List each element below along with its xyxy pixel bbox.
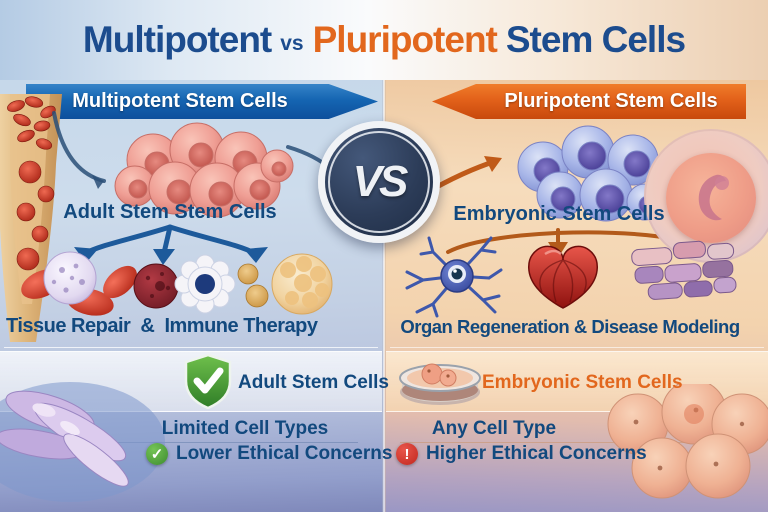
- warning-icon: !: [396, 443, 418, 465]
- panel-divider: [382, 80, 386, 512]
- title-word-multipotent: Multipotent: [82, 19, 272, 60]
- multipotent-banner-label: Multipotent Stem Cells: [72, 90, 288, 112]
- right-cell-types-label: Any Cell Type: [431, 418, 557, 439]
- embryo-inner-circle: [666, 153, 756, 243]
- check-glyph: ✓: [150, 445, 164, 463]
- shield-check-icon: [184, 353, 232, 409]
- right-ethics-label: Higher Ethical Concerns: [426, 443, 647, 464]
- fetus-shape: [698, 174, 729, 221]
- left-cell-types-label: Limited Cell Types: [161, 418, 329, 439]
- elongated-cells-illustration: [0, 382, 165, 502]
- vs-badge-label: VS: [352, 157, 409, 206]
- check-icon: ✓: [146, 443, 168, 465]
- round-cells-illustration: [607, 384, 768, 499]
- right-uses-label: Organ Regeneration & Disease Modeling: [400, 316, 740, 337]
- multipotent-banner: Multipotent Stem Cells: [26, 84, 378, 119]
- vs-badge: VS: [318, 121, 440, 243]
- left-badge-label: Adult Stem Cells: [238, 372, 389, 393]
- right-underline: [400, 442, 730, 443]
- bone-marrow-illustration: [0, 94, 62, 342]
- title-word-pluripotent: Pluripotent: [312, 19, 498, 60]
- left-ethics-row: ✓ Lower Ethical Concerns: [146, 443, 392, 465]
- embryonic-stem-cells-label: Embryonic Stem Cells: [453, 203, 665, 225]
- pluripotent-banner: Pluripotent Stem Cells: [432, 84, 746, 119]
- petri-dish-icon: [399, 363, 481, 405]
- left-underline: [58, 442, 358, 443]
- warning-glyph: !: [404, 445, 410, 463]
- title-word-stem-cells: Stem Cells: [505, 19, 686, 60]
- embryonic-stem-cell-cluster-illustration: [517, 125, 686, 222]
- pluripotent-banner-label: Pluripotent Stem Cells: [504, 90, 718, 112]
- right-separator-line: [390, 347, 764, 348]
- title-band: Multipotent vs Pluripotent Stem Cells: [0, 0, 768, 80]
- left-uses-label: Tissue Repair & Immune Therapy: [6, 315, 318, 337]
- page-title: Multipotent vs Pluripotent Stem Cells: [0, 0, 768, 80]
- right-ethics-row: ! Higher Ethical Concerns: [396, 443, 647, 465]
- derived-tissues-illustration: [405, 236, 737, 318]
- right-badge-label: Embryonic Stem Cells: [482, 372, 683, 393]
- left-separator-line: [4, 347, 378, 348]
- adult-stem-cells-label: Adult Stem Stem Cells: [63, 201, 277, 223]
- title-word-vs: vs: [280, 32, 304, 55]
- left-ethics-label: Lower Ethical Concerns: [176, 443, 393, 464]
- differentiated-cells-illustration: [21, 251, 333, 316]
- adult-stem-cell-cluster-illustration: [114, 122, 294, 218]
- left-branch-arrows: [52, 111, 354, 265]
- embryo-illustration: [644, 129, 768, 263]
